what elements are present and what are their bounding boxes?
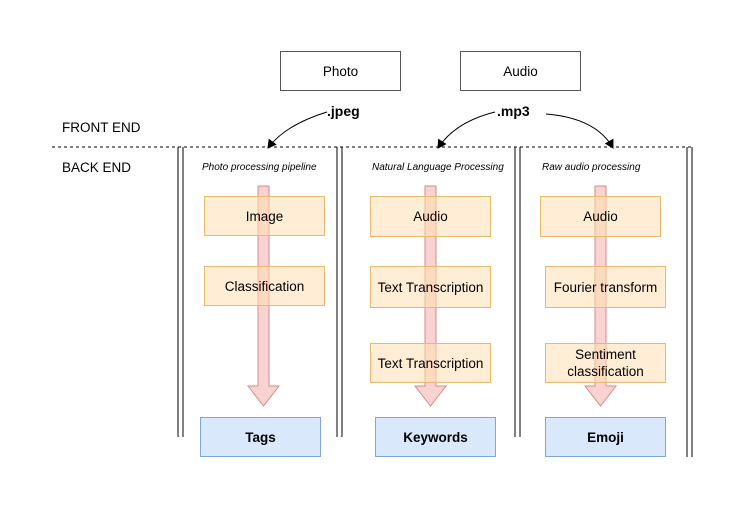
photo-source-box: Photo xyxy=(280,51,401,91)
output-tags: Tags xyxy=(200,417,321,457)
step-audio-nlp: Audio xyxy=(370,196,491,237)
mp3-extension-label: .mp3 xyxy=(497,103,530,119)
lane-title-nlp: Natural Language Processing xyxy=(372,162,504,173)
back-end-label: BACK END xyxy=(62,160,132,175)
front-end-label: FRONT END xyxy=(62,120,141,135)
step-text-transcription-2: Text Transcription xyxy=(370,343,491,383)
output-emoji: Emoji xyxy=(545,417,666,457)
connector-mp3-to-raw-audio xyxy=(545,113,614,149)
lane-title-photo: Photo processing pipeline xyxy=(202,162,317,173)
step-image: Image xyxy=(204,196,325,236)
audio-source-box: Audio xyxy=(460,51,581,91)
step-sentiment-classification: Sentiment classification xyxy=(545,343,666,383)
step-text-transcription-1: Text Transcription xyxy=(370,266,491,308)
lane-title-raw-audio: Raw audio processing xyxy=(542,162,641,173)
step-fourier-transform: Fourier transform xyxy=(545,266,666,308)
jpeg-extension-label: .jpeg xyxy=(327,103,360,119)
connector-jpeg-to-photo-pipeline xyxy=(267,111,328,149)
connector-mp3-to-nlp xyxy=(437,111,496,149)
output-keywords: Keywords xyxy=(375,417,496,457)
lane-separators xyxy=(177,147,693,457)
step-audio-raw: Audio xyxy=(540,196,661,237)
step-classification: Classification xyxy=(204,266,325,306)
